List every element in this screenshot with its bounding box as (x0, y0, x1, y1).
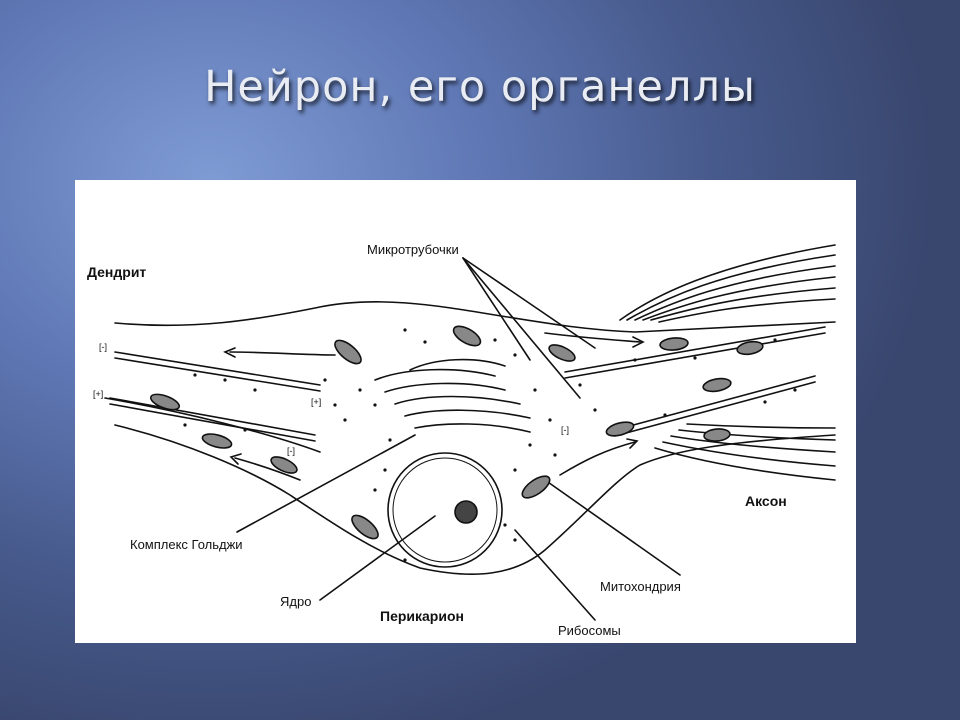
cell-membrane-top (114, 301, 836, 333)
mitochondrion (334, 339, 362, 365)
label-dendrite: Дендрит (87, 264, 147, 280)
ribosomes (183, 328, 797, 562)
slide-title: Нейрон, его органеллы (204, 62, 756, 112)
microtubule (564, 326, 826, 373)
label-perikaryon: Перикарион (380, 608, 464, 624)
label-microtubules: Микротрубочки (367, 242, 459, 257)
mitochondrion (270, 456, 298, 474)
mitochondrion (201, 433, 233, 449)
nucleolus (454, 500, 478, 524)
mitochondrion (702, 377, 732, 393)
microtubule (614, 375, 816, 431)
leader-mitochondrion (544, 479, 681, 576)
nucleus (387, 452, 503, 568)
transport-arrow (544, 332, 641, 343)
polarity-mark: [-] (561, 425, 569, 435)
leader-ribosomes (514, 529, 596, 621)
leader-nucleus (319, 515, 436, 601)
myelin-sheath (619, 244, 836, 321)
polarity-mark: [+] (93, 389, 103, 399)
myelin-sheath (654, 447, 836, 481)
cell-membrane-bottom (114, 424, 836, 576)
transport-arrow (229, 351, 336, 356)
neuron-diagram: [-] [+] [+] [-] [-] Дендрит Микротрубочк… (75, 180, 856, 643)
polarity-mark: [-] (287, 446, 295, 456)
polarity-mark: [-] (99, 342, 107, 352)
mitochondrion (548, 344, 576, 362)
mitochondrion (736, 340, 764, 356)
mitochondrion (521, 475, 551, 499)
label-ribosomes: Рибосомы (558, 623, 621, 638)
mitochondrion (605, 421, 635, 437)
label-golgi: Комплекс Гольджи (130, 537, 243, 552)
mitochondrion (452, 325, 482, 347)
microtubule (109, 397, 316, 436)
label-mitochondrion: Митохондрия (600, 579, 681, 594)
mitochondrion (703, 428, 731, 442)
mitochondrion (149, 393, 181, 411)
transport-arrow (234, 457, 301, 481)
mitochondrion (659, 337, 689, 351)
golgi-cisterna (374, 368, 496, 381)
polarity-mark: [+] (311, 397, 321, 407)
label-nucleus: Ядро (280, 594, 312, 609)
transport-arrow (559, 441, 636, 476)
label-axon: Аксон (745, 493, 787, 509)
leader-golgi (236, 434, 416, 533)
dendrite-branch-edge (104, 397, 321, 453)
leader-microtubules (462, 257, 531, 361)
microtubule (114, 351, 321, 386)
mitochondrion (351, 514, 379, 540)
neuron-drawing: [-] [+] [+] [-] [-] (93, 244, 836, 621)
